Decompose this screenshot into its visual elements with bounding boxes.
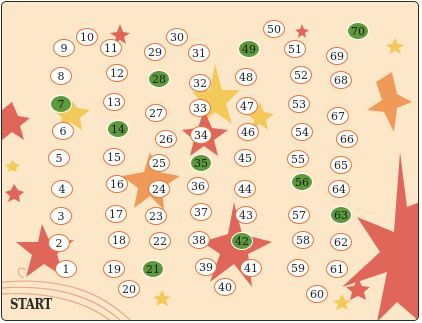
board-cell-30[interactable]: 30 (166, 28, 188, 46)
board-cell-64[interactable]: 64 (328, 180, 350, 198)
star-icon (5, 184, 24, 202)
star-icon (295, 24, 309, 38)
board-cell-34[interactable]: 34 (190, 126, 212, 144)
board-cell-58[interactable]: 58 (292, 231, 314, 249)
board-cell-21[interactable]: 21 (142, 260, 164, 278)
board-cell-59[interactable]: 59 (287, 259, 309, 277)
board-cell-16[interactable]: 16 (106, 175, 128, 193)
board-cell-18[interactable]: 18 (108, 231, 130, 249)
board-cell-63[interactable]: 63 (330, 206, 352, 224)
board-cell-42[interactable]: 42 (231, 232, 253, 250)
board-cell-62[interactable]: 62 (330, 233, 352, 251)
board-cell-13[interactable]: 13 (103, 93, 125, 111)
board-cell-48[interactable]: 48 (235, 68, 257, 86)
star-icon (333, 294, 351, 310)
board-cell-60[interactable]: 60 (306, 285, 328, 303)
board-cell-6[interactable]: 6 (52, 122, 74, 140)
board-cell-1[interactable]: 1 (55, 260, 77, 278)
board-cell-70[interactable]: 70 (347, 22, 369, 40)
swirl-decoration (18, 268, 26, 278)
board-cell-61[interactable]: 61 (326, 260, 348, 278)
board-cell-22[interactable]: 22 (149, 232, 171, 250)
board-cell-41[interactable]: 41 (240, 259, 262, 277)
board-cell-12[interactable]: 12 (106, 64, 128, 82)
board-cell-23[interactable]: 23 (145, 207, 167, 225)
board-cell-29[interactable]: 29 (144, 43, 166, 61)
board-cell-37[interactable]: 37 (190, 203, 212, 221)
board-cell-57[interactable]: 57 (288, 206, 310, 224)
board-cell-68[interactable]: 68 (330, 71, 352, 89)
board-cell-54[interactable]: 54 (291, 123, 313, 141)
board-cell-31[interactable]: 31 (188, 44, 210, 62)
board-cell-43[interactable]: 43 (235, 206, 257, 224)
board-cell-51[interactable]: 51 (284, 40, 306, 58)
board-cell-25[interactable]: 25 (148, 154, 170, 172)
star-icon (153, 290, 171, 306)
board-cell-47[interactable]: 47 (236, 97, 258, 115)
board-cell-2[interactable]: 2 (48, 234, 70, 252)
board-cell-3[interactable]: 3 (50, 207, 72, 225)
board-cell-5[interactable]: 5 (48, 149, 70, 167)
board-cell-35[interactable]: 35 (190, 154, 212, 172)
board-cell-20[interactable]: 20 (118, 280, 140, 298)
board-cell-24[interactable]: 24 (148, 180, 170, 198)
board-cell-19[interactable]: 19 (103, 260, 125, 278)
board-cell-11[interactable]: 11 (100, 39, 122, 57)
board-cell-32[interactable]: 32 (189, 74, 211, 92)
board-cell-40[interactable]: 40 (214, 278, 236, 296)
board-cell-4[interactable]: 4 (51, 180, 73, 198)
board-cell-56[interactable]: 56 (291, 173, 313, 191)
star-icon (5, 160, 20, 172)
board-cell-46[interactable]: 46 (237, 123, 259, 141)
board-cell-66[interactable]: 66 (336, 130, 358, 148)
board-cell-28[interactable]: 28 (148, 70, 170, 88)
board-cell-52[interactable]: 52 (290, 66, 312, 84)
board-cell-26[interactable]: 26 (155, 130, 177, 148)
board-cell-53[interactable]: 53 (288, 95, 310, 113)
star-icon (367, 72, 412, 132)
board-cell-36[interactable]: 36 (187, 177, 209, 195)
star-icon (2, 102, 30, 140)
board-cell-10[interactable]: 10 (76, 28, 98, 46)
board-cell-33[interactable]: 33 (189, 99, 211, 117)
board-cell-69[interactable]: 69 (326, 47, 348, 65)
board-cell-7[interactable]: 7 (50, 95, 72, 113)
board-cell-38[interactable]: 38 (188, 231, 210, 249)
board-cell-14[interactable]: 14 (107, 120, 129, 138)
board-cell-67[interactable]: 67 (327, 107, 349, 125)
star-icon (386, 38, 404, 54)
board-cell-44[interactable]: 44 (234, 180, 256, 198)
board-cell-45[interactable]: 45 (234, 149, 256, 167)
board-cell-50[interactable]: 50 (263, 20, 285, 38)
board-cell-49[interactable]: 49 (238, 40, 260, 58)
board-cell-55[interactable]: 55 (287, 150, 309, 168)
board-cell-9[interactable]: 9 (53, 39, 75, 57)
board-cell-27[interactable]: 27 (145, 104, 167, 122)
board-cell-15[interactable]: 15 (103, 148, 125, 166)
board-cell-39[interactable]: 39 (195, 258, 217, 276)
start-label: START (10, 295, 52, 313)
board-cell-17[interactable]: 17 (105, 205, 127, 223)
board-cell-8[interactable]: 8 (50, 67, 72, 85)
board-cell-65[interactable]: 65 (330, 156, 352, 174)
